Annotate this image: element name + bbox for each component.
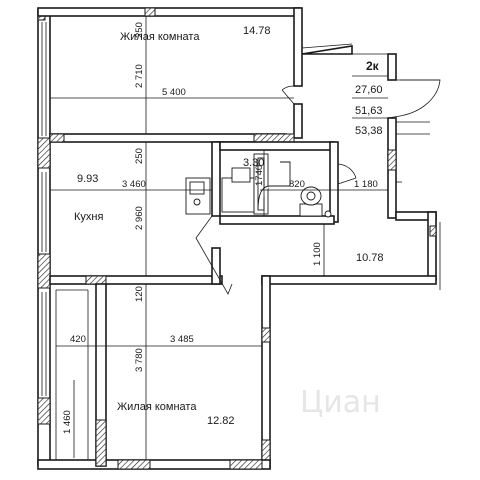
dim-1100: 1 100: [312, 242, 323, 266]
dimension-lines: [50, 16, 388, 460]
living-room-bottom-name: Жилая комната: [117, 401, 197, 413]
dim-1740: 1740: [254, 165, 265, 186]
dim-3780: 3 780: [134, 348, 145, 372]
dim-3460: 3 460: [122, 179, 146, 190]
bathroom-area: 3.30: [243, 157, 264, 169]
summary-area-total: 51,63: [355, 105, 383, 117]
summary-area-with-balcony: 53,38: [355, 125, 383, 137]
bathroom-fixtures: [221, 153, 332, 218]
watermark: Циан: [300, 385, 381, 420]
summary-area-living: 27,60: [355, 84, 383, 96]
dim-1180: 1 180: [354, 179, 378, 190]
internal-walls: [49, 133, 339, 467]
apartment-type: 2к: [366, 59, 380, 73]
living-room-bottom-area: 12.82: [207, 415, 235, 427]
dim-2710: 2 710: [134, 64, 145, 88]
dim-250-top: 250: [134, 22, 145, 38]
living-room-top-area: 14.78: [243, 25, 271, 37]
dim-120: 120: [134, 286, 145, 302]
dim-820: 820: [289, 179, 305, 190]
hall-area: 10.78: [356, 252, 384, 264]
dim-2960: 2 960: [134, 206, 145, 230]
dim-5400: 5 400: [162, 87, 186, 98]
dim-250-mid: 250: [134, 148, 145, 164]
dim-420: 420: [70, 334, 86, 345]
kitchen-area: 9.93: [77, 173, 98, 185]
doors: [195, 79, 441, 295]
outer-walls: [37, 7, 441, 470]
dim-3485: 3 485: [170, 334, 194, 345]
living-room-top-name: Жилая комната: [120, 31, 200, 43]
dim-1460: 1 460: [62, 410, 73, 434]
kitchen-fixtures: [185, 177, 211, 215]
kitchen-name: Кухня: [74, 211, 103, 223]
